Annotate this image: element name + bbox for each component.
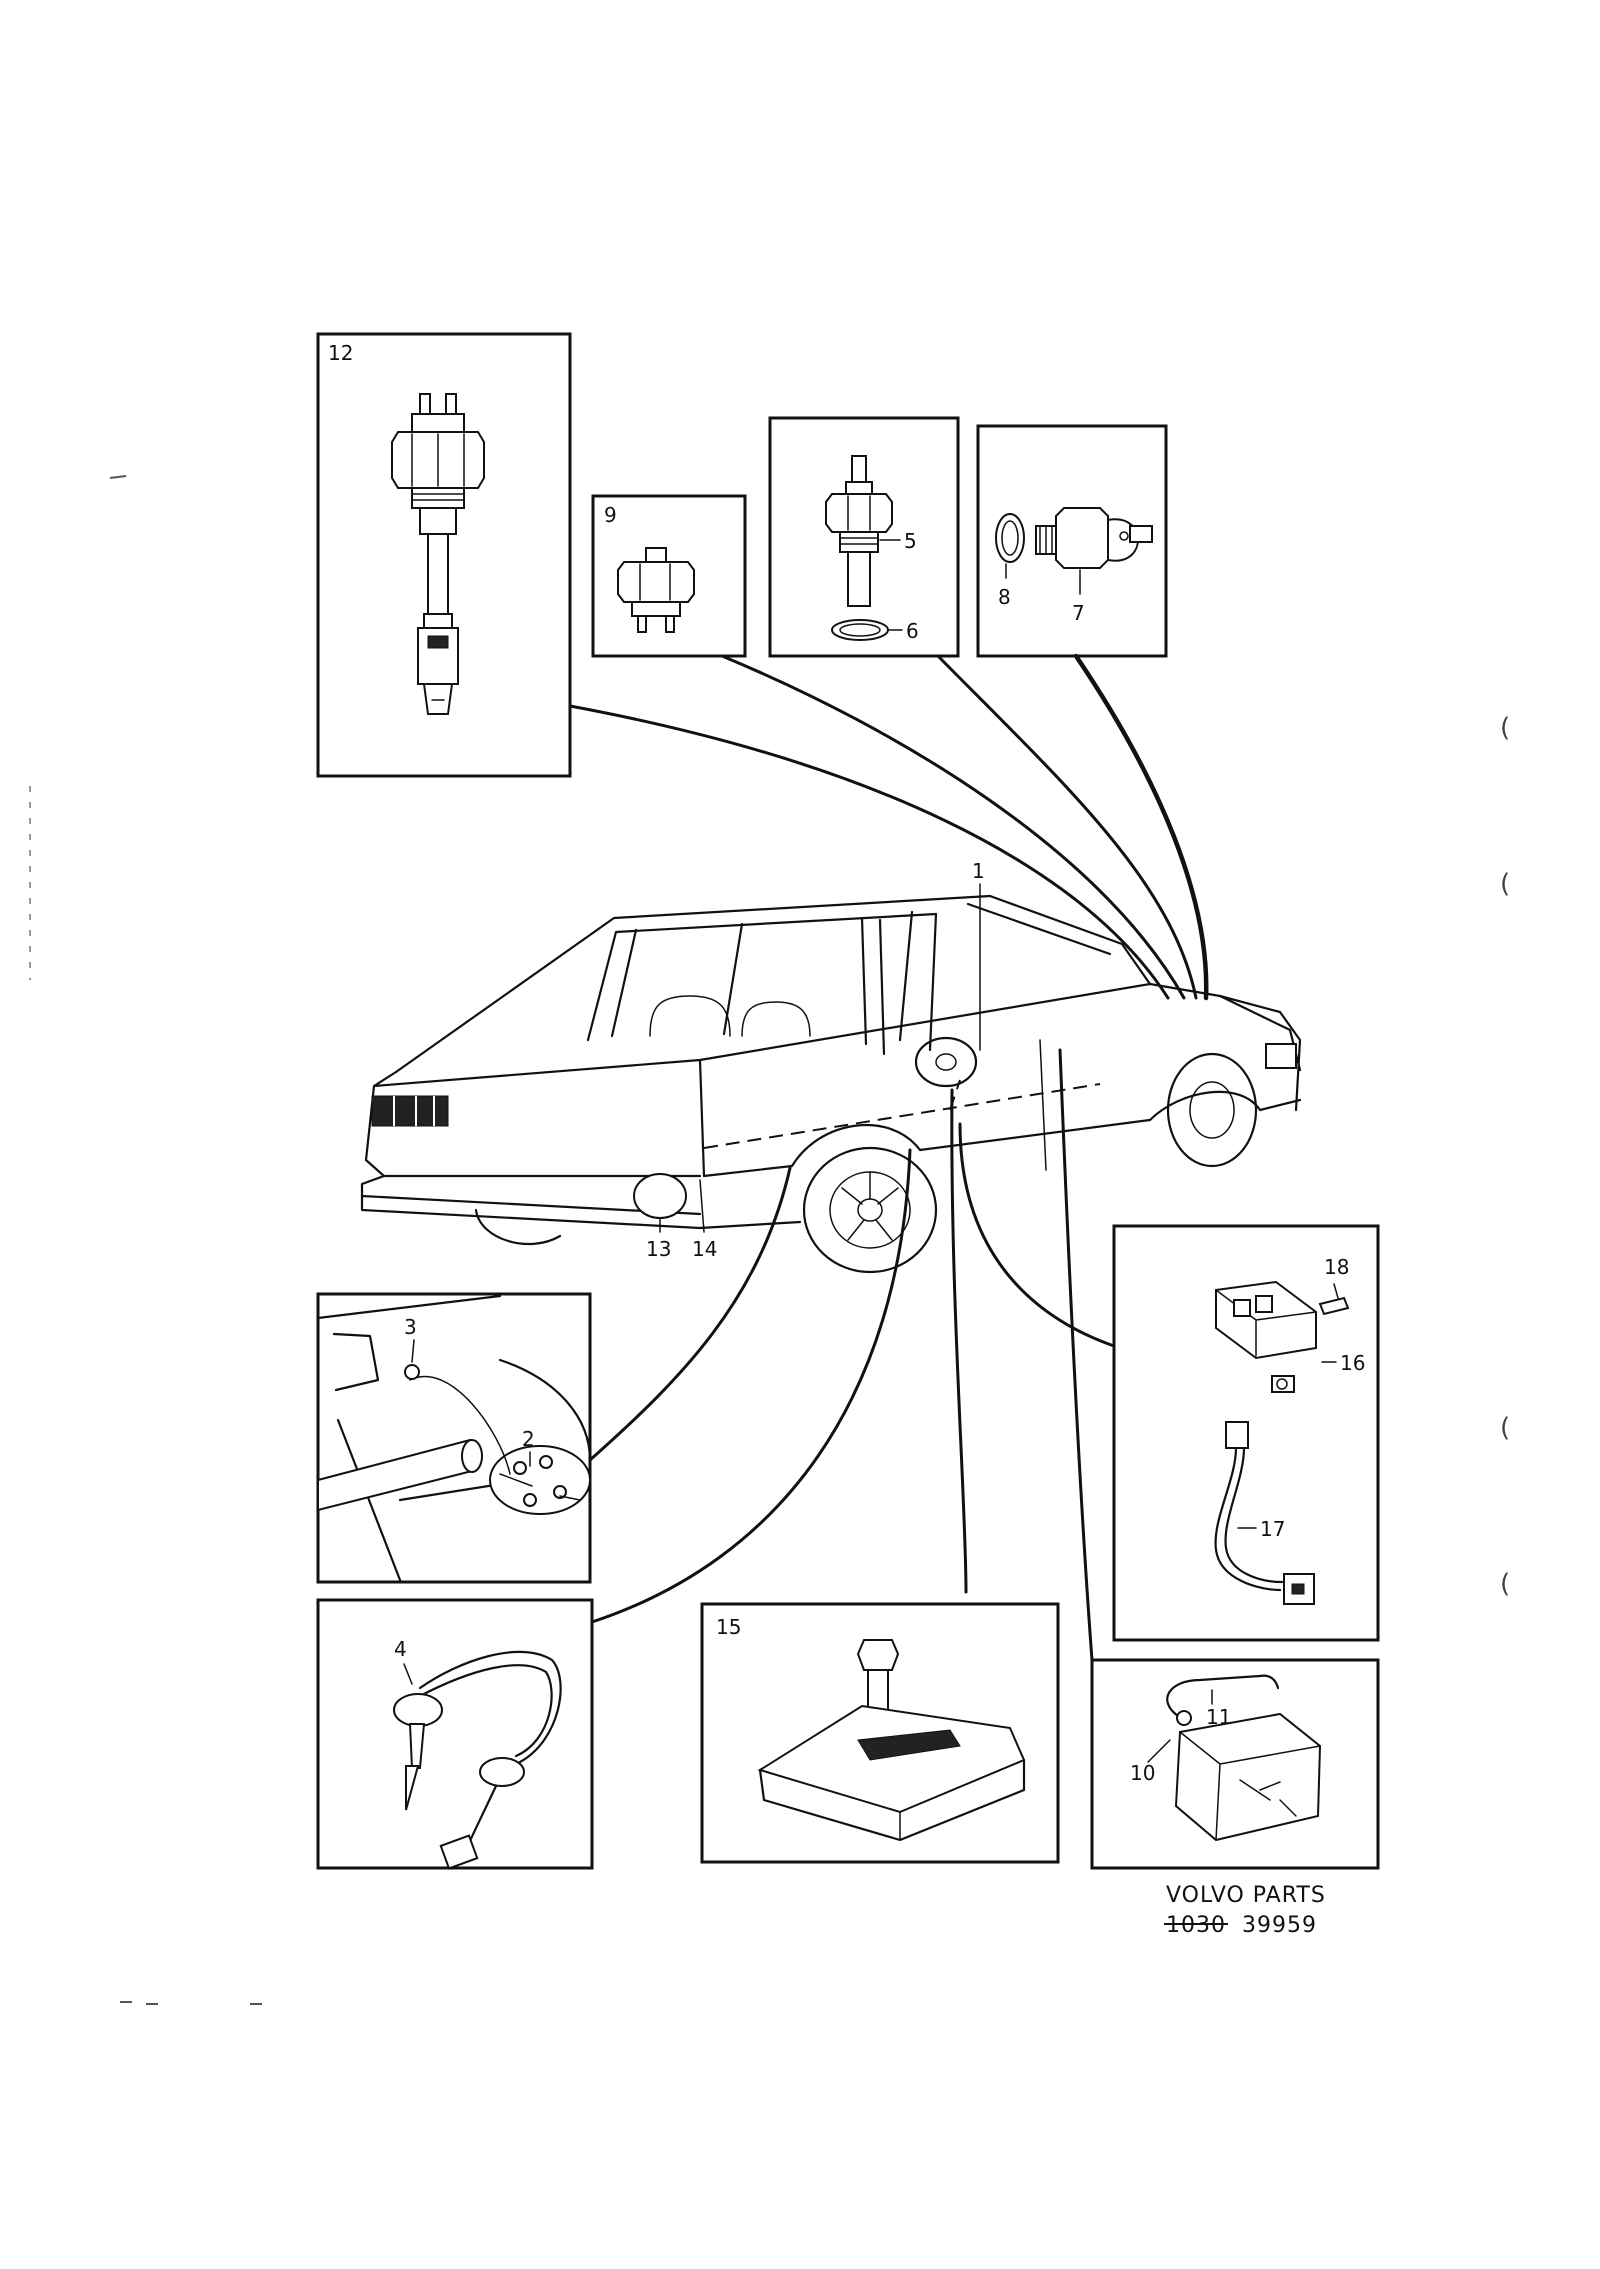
callout-15: 15 [716,1615,741,1639]
callout-2: 2 [522,1427,535,1451]
panel-12: 12 [316,332,572,778]
car-illustration: 1 13 14 [360,859,1302,1274]
temperature-sender-drawing [825,455,893,641]
relay-drawing [1215,1280,1350,1393]
footer-drawing-number: 39959 [1242,1913,1317,1938]
gear-selector-drawing [757,1639,1026,1842]
panel-16-18: 18 16 17 [1112,1224,1380,1642]
leader-10 [1147,1739,1171,1763]
panel-5-6-frame [768,416,960,658]
lead-panel-2-3 [588,1166,792,1462]
panel-10-11-frame [1090,1658,1380,1870]
scan-speck [109,475,127,479]
callout-9: 9 [604,503,617,527]
panel-10-11: 11 10 [1090,1658,1380,1870]
panel-4: 4 [316,1598,594,1870]
leader-14 [699,1179,705,1233]
oil-pressure-switch-drawing [995,507,1153,569]
brake-light-switch-drawing [617,547,695,633]
margin-mark: ( [1500,713,1510,743]
callout-13: 13 [646,1237,671,1261]
panel-9-frame [591,494,747,658]
callout-16: 16 [1340,1351,1365,1375]
leader-3 [411,1339,415,1363]
panel-4-frame [316,1598,594,1870]
callout-7: 7 [1072,601,1085,625]
callout-5: 5 [904,529,917,553]
margin-mark: ( [1500,869,1510,899]
lead-panel-15 [950,1088,968,1594]
panel-2-3-frame [316,1292,592,1584]
panel-15-frame [700,1602,1060,1864]
lead-panel-16-17 [958,1122,1116,1348]
callout-14: 14 [692,1237,717,1261]
transmission-sensor-drawing [1166,1674,1322,1842]
callout-12: 12 [328,341,353,365]
sensor-cable-drawing [393,1650,562,1870]
footer-brand: VOLVO PARTS [1166,1883,1326,1908]
panel-9: 9 [591,494,747,658]
callout-3: 3 [404,1315,417,1339]
callout-18: 18 [1324,1255,1349,1279]
callout-17: 17 [1260,1517,1285,1541]
fuel-tank-sender-drawing [316,1294,592,1582]
lead-panel-12 [568,704,1170,1000]
wiring-harness-drawing [1214,1421,1315,1605]
lead-panel-5-6 [936,654,1198,1000]
margin-mark: ( [1500,1569,1510,1599]
top-leads [568,653,1209,1001]
callout-1: 1 [972,859,985,883]
footer: VOLVO PARTS 1030 39959 [1164,1883,1326,1938]
lead-panel-10-11 [1058,1048,1094,1662]
panel-15: 15 [700,1602,1060,1864]
panel-5-6: 5 6 [768,416,960,658]
callout-11: 11 [1206,1705,1231,1729]
margin-marks: ( ( ( ( [29,475,1510,2005]
callout-10: 10 [1130,1761,1155,1785]
callout-4: 4 [394,1637,407,1661]
footer-struck-code: 1030 [1166,1913,1226,1938]
panel-2-3: 3 2 [316,1292,592,1584]
panel-7-8: 8 7 [976,424,1168,658]
pressure-switch-drawing [391,393,485,715]
lead-panel-4 [590,1148,912,1624]
panel-7-8-frame [976,424,1168,658]
callout-6: 6 [906,619,919,643]
lead-panel-9 [720,654,1186,1000]
callout-8: 8 [998,585,1011,609]
lower-leads [588,1048,1116,1662]
lead-panel-7-8 [1073,653,1209,1001]
margin-mark: ( [1500,1413,1510,1443]
panel-12-frame [316,332,572,778]
panel-16-18-frame [1112,1224,1380,1642]
